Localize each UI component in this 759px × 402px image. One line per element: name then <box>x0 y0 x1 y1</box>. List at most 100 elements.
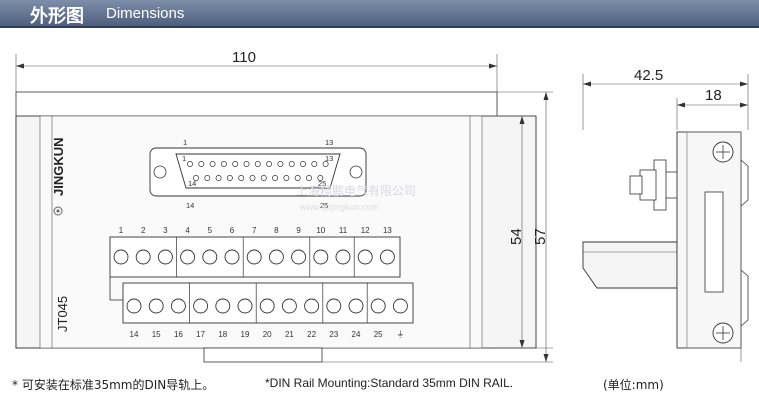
terminal-label-bottom: 18 <box>218 330 227 339</box>
dim-height-inner-label: 54 <box>508 228 525 245</box>
db-pin <box>277 161 284 167</box>
dim-height-outer-label: 57 <box>532 228 549 245</box>
db-pin <box>204 175 211 181</box>
watermark-url: www.qzjingkun.com <box>299 202 379 212</box>
terminal-screw <box>370 298 386 314</box>
db-pin <box>317 175 324 181</box>
db-pin <box>300 161 306 167</box>
header-title-zh: 外形图 <box>30 6 84 27</box>
side-view: 42.5 18 <box>582 67 749 362</box>
db-pin <box>243 161 250 167</box>
db-pin <box>226 175 233 181</box>
terminal-screw <box>259 298 275 314</box>
db-pin <box>283 175 290 181</box>
terminal-label-top: 11 <box>339 226 348 235</box>
terminal-screw <box>170 298 186 314</box>
model-label: JT045 <box>55 296 70 332</box>
terminal-screw <box>237 298 253 314</box>
terminal-label-bottom: 19 <box>241 330 250 339</box>
section-header: 外形图 Dimensions <box>0 0 759 27</box>
terminal-label-top: 1 <box>119 226 124 235</box>
db-pin-label-top-left: 1 <box>183 138 187 147</box>
terminal-label-bottom: 15 <box>152 330 161 339</box>
db-pin <box>311 161 318 167</box>
note-mounting-en: *DIN Rail Mounting:Standard 35mm DIN RAI… <box>265 376 514 390</box>
brand-logo: JINGKUN <box>51 137 66 196</box>
note-unit: (单位:mm) <box>603 378 664 392</box>
dim-depth-inner-label: 18 <box>705 87 722 104</box>
db-pin-label-bottom-right: 25 <box>320 201 328 210</box>
terminal-label-bottom: 21 <box>285 330 294 339</box>
terminal-label-bottom: 23 <box>329 330 338 339</box>
db-pin <box>272 175 279 181</box>
terminal-label-top: 2 <box>141 226 146 235</box>
terminal-screw <box>202 249 218 265</box>
db-pin <box>266 161 273 167</box>
db-pin <box>220 161 227 167</box>
db-pin <box>232 161 239 167</box>
db-pin <box>215 175 222 181</box>
terminal-screw <box>281 298 297 314</box>
dim-width: 110 <box>15 49 498 92</box>
db-inner-label-25: 25 <box>318 179 326 188</box>
db-pin <box>249 175 256 181</box>
terminal-screw <box>215 298 231 314</box>
header-separator <box>0 26 759 28</box>
db-pin <box>322 161 329 167</box>
db-pin <box>294 175 301 181</box>
screw-icon-bottom <box>712 322 734 344</box>
terminal-label-top: 6 <box>230 226 235 235</box>
terminal-label-bottom: 24 <box>352 330 361 339</box>
terminal-screw <box>193 298 209 314</box>
db-pin <box>254 161 261 167</box>
db-pin <box>306 175 312 181</box>
dim-height: 54 57 <box>322 91 553 363</box>
terminal-screw <box>313 249 329 265</box>
terminal-screw <box>126 298 142 314</box>
terminal-screw <box>348 298 364 314</box>
terminal-screw <box>148 298 164 314</box>
terminal-label-top: 3 <box>163 226 168 235</box>
dimension-drawing: 110 JINGKUN JT045 1 13 14 25 1 13 14 <box>15 49 749 363</box>
terminal-label-top: 9 <box>296 226 301 235</box>
db-pin-label-top-right: 13 <box>325 138 333 147</box>
terminal-screw <box>304 298 320 314</box>
terminal-screw <box>326 298 342 314</box>
db-pin <box>187 161 193 167</box>
db-inner-label-1: 1 <box>182 154 186 163</box>
front-view: JINGKUN JT045 1 13 14 25 1 13 14 25 上海精鹏… <box>15 91 537 363</box>
terminal-label-bottom: 20 <box>263 330 272 339</box>
terminal-screw <box>291 249 307 265</box>
terminal-screw <box>335 249 351 265</box>
terminal-screw <box>246 249 262 265</box>
db-pin <box>198 161 205 167</box>
terminal-screw <box>157 249 173 265</box>
db-pin <box>209 161 216 167</box>
terminal-screw <box>224 249 240 265</box>
terminal-label-bottom: 17 <box>196 330 205 339</box>
db-pin-label-bottom-left: 14 <box>186 201 194 210</box>
terminal-screw <box>392 298 408 314</box>
watermark-company: 上海精鹏电气有限公司 <box>296 183 416 198</box>
dim-width-label: 110 <box>232 49 256 66</box>
terminal-screw <box>357 249 373 265</box>
terminal-label-top: 10 <box>316 226 325 235</box>
terminal-screw <box>113 249 129 265</box>
terminal-screw <box>268 249 284 265</box>
db25-connector: 1 13 14 25 1 13 14 25 <box>149 138 367 210</box>
note-mounting-zh: * 可安装在标准35mm的DIN导轨上。 <box>12 378 215 392</box>
terminal-label-top: 12 <box>361 226 370 235</box>
terminal-label-top: 13 <box>383 226 392 235</box>
terminal-screw <box>379 249 395 265</box>
terminal-label-top: 5 <box>208 226 213 235</box>
terminal-label-bottom: 25 <box>374 330 383 339</box>
terminal-label-top: 4 <box>185 226 190 235</box>
db-pin <box>260 175 267 181</box>
db-inner-label-13: 13 <box>325 154 333 163</box>
gear-icon <box>53 206 63 216</box>
dim-depth-label: 42.5 <box>634 67 663 84</box>
terminal-label-bottom: ⏚ <box>396 330 404 339</box>
terminal-label-bottom: 16 <box>174 330 183 339</box>
terminal-screw <box>180 249 196 265</box>
